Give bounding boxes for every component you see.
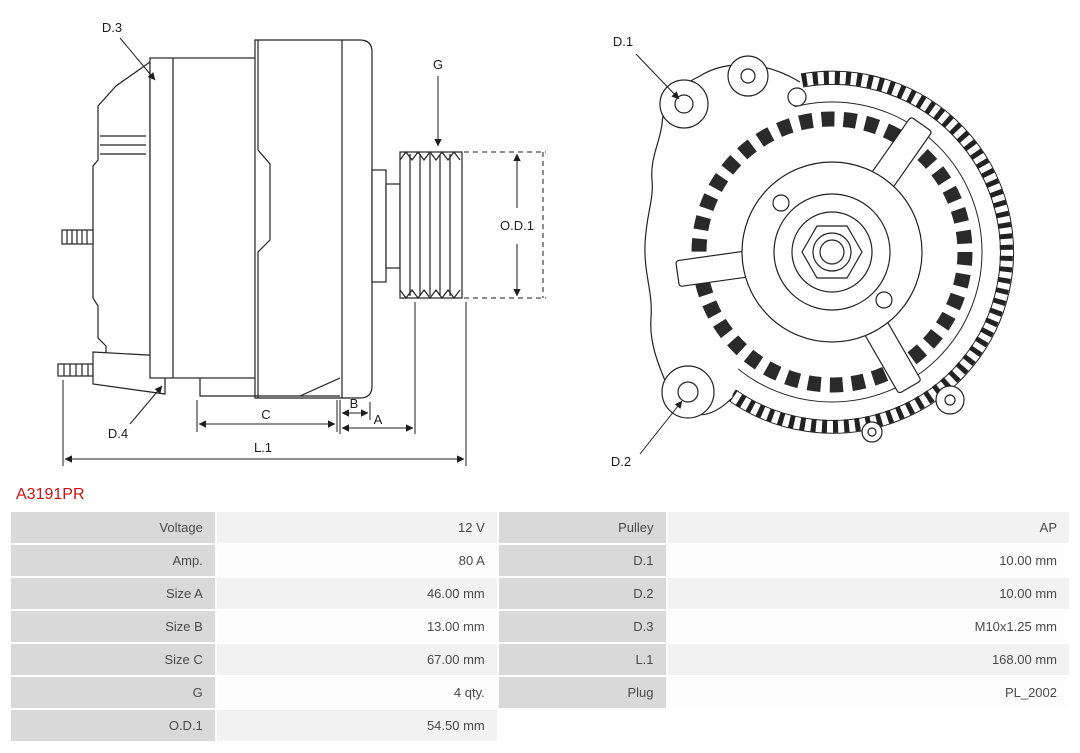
label-g: G [433, 57, 443, 72]
spec-label: L.1 [498, 644, 666, 675]
spec-value: 10.00 mm [667, 545, 1069, 576]
label-d1: D.1 [613, 34, 633, 49]
part-number: A3191PR [16, 486, 85, 503]
label-c: C [261, 407, 270, 422]
label-od1: O.D.1 [500, 218, 534, 233]
spec-row: Amp. 80 A D.1 10.00 mm [11, 545, 1069, 576]
spec-table: Voltage 12 V Pulley AP Amp. 80 A D.1 10.… [9, 510, 1071, 743]
side-view [57, 39, 463, 399]
spec-label: Size B [11, 611, 215, 642]
spec-row: G 4 qty. Plug PL_2002 [11, 677, 1069, 708]
spec-value: 80 A [216, 545, 497, 576]
spec-value: 4 qty. [216, 677, 497, 708]
spec-value: AP [667, 512, 1069, 543]
spec-label: D.2 [498, 578, 666, 609]
label-d4: D.4 [108, 426, 128, 441]
spec-label: Voltage [11, 512, 215, 543]
spec-row: Size C 67.00 mm L.1 168.00 mm [11, 644, 1069, 675]
spec-value: 12 V [216, 512, 497, 543]
spec-value: M10x1.25 mm [667, 611, 1069, 642]
spec-label: Pulley [498, 512, 666, 543]
side-view-dimensions [62, 37, 546, 466]
spec-value: 67.00 mm [216, 644, 497, 675]
spec-row: Voltage 12 V Pulley AP [11, 512, 1069, 543]
spec-value: 54.50 mm [216, 710, 497, 741]
spec-row: Size A 46.00 mm D.2 10.00 mm [11, 578, 1069, 609]
spec-value: 13.00 mm [216, 611, 497, 642]
spec-label: D.3 [498, 611, 666, 642]
spec-label: O.D.1 [11, 710, 215, 741]
spec-label: Plug [498, 677, 666, 708]
label-b: B [350, 396, 359, 411]
spec-value: PL_2002 [667, 677, 1069, 708]
spec-label: Amp. [11, 545, 215, 576]
spec-label-empty [499, 710, 666, 741]
spec-value: 168.00 mm [667, 644, 1069, 675]
spec-label: Size A [11, 578, 215, 609]
spec-row: Size B 13.00 mm D.3 M10x1.25 mm [11, 611, 1069, 642]
spec-label: G [11, 677, 215, 708]
spec-row: O.D.1 54.50 mm [11, 710, 1069, 741]
label-d2: D.2 [611, 454, 631, 469]
alternator-drawing: D.3 G O.D.1 D.4 C B A L.1 [57, 20, 1014, 469]
front-view-dimensions [635, 53, 683, 455]
spec-value: 46.00 mm [216, 578, 497, 609]
technical-drawing-area: D.3 G O.D.1 D.4 C B A L.1 [57, 20, 1014, 469]
spec-value: 10.00 mm [667, 578, 1069, 609]
front-view [644, 55, 1014, 443]
spec-value-empty [668, 710, 1069, 741]
label-a: A [374, 412, 383, 427]
spec-label: D.1 [498, 545, 666, 576]
spec-label: Size C [11, 644, 215, 675]
label-d3: D.3 [102, 20, 122, 35]
label-l1: L.1 [254, 440, 272, 455]
